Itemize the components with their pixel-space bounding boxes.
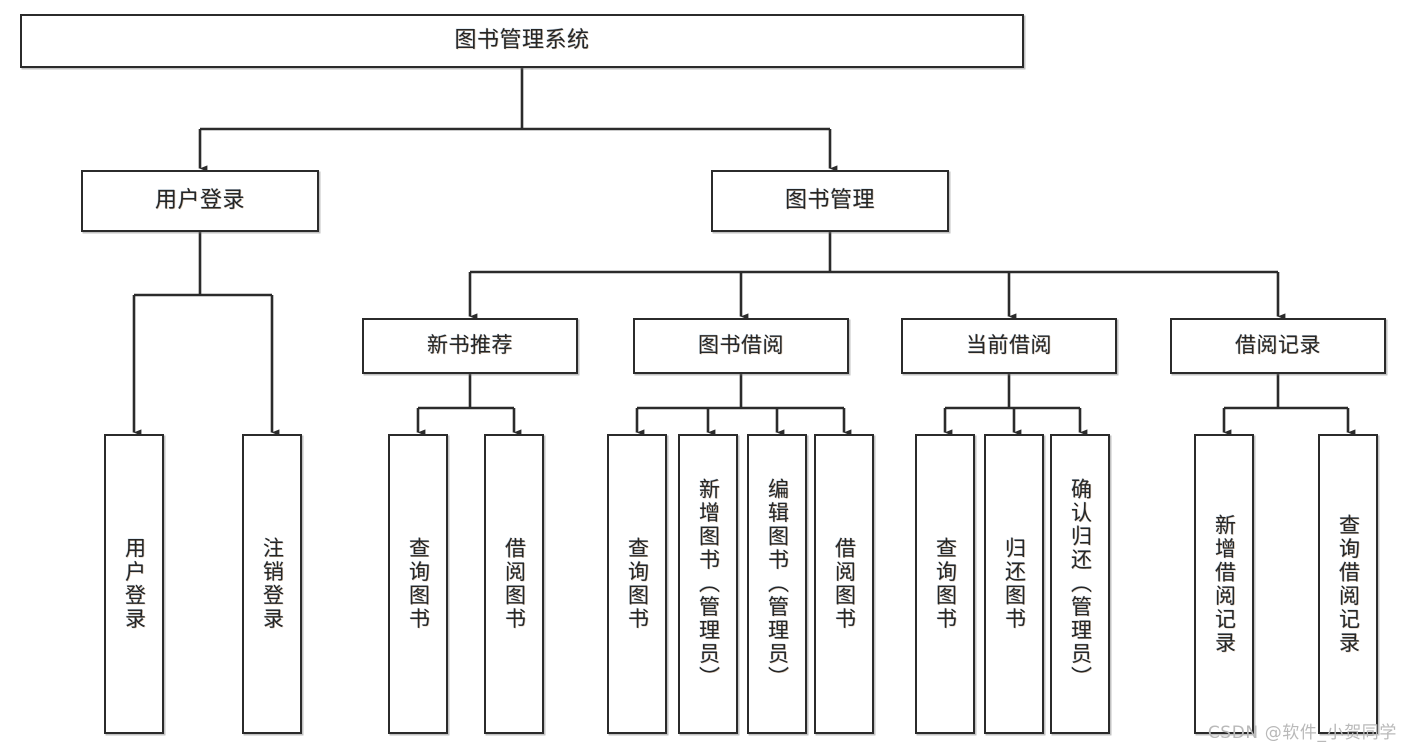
node-b1[interactable]: 借阅图书 bbox=[484, 434, 544, 734]
node-b2[interactable]: 借阅图书 bbox=[814, 434, 874, 734]
node-borrow[interactable]: 图书借阅 bbox=[633, 318, 849, 374]
node-return[interactable]: 归还图书 bbox=[984, 434, 1044, 734]
node-label-newbook: 新书推荐 bbox=[427, 333, 513, 358]
node-newbook[interactable]: 新书推荐 bbox=[362, 318, 578, 374]
node-label-records: 借阅记录 bbox=[1235, 333, 1321, 358]
node-qrec[interactable]: 查询借阅记录 bbox=[1318, 434, 1378, 734]
node-label-borrow: 图书借阅 bbox=[698, 333, 784, 358]
node-login[interactable]: 用户登录 bbox=[81, 170, 319, 232]
node-q3[interactable]: 查询图书 bbox=[915, 434, 975, 734]
node-label-userlogin: 用户登录 bbox=[122, 537, 147, 631]
node-addbook[interactable]: 新增图书（管理员） bbox=[678, 434, 738, 734]
node-label-confirm: 确认归还（管理员） bbox=[1068, 478, 1093, 690]
node-editbook[interactable]: 编辑图书（管理员） bbox=[747, 434, 807, 734]
node-label-editbook: 编辑图书（管理员） bbox=[765, 478, 790, 690]
node-logout[interactable]: 注销登录 bbox=[242, 434, 302, 734]
node-label-q1: 查询图书 bbox=[406, 537, 431, 631]
node-label-q2: 查询图书 bbox=[625, 537, 650, 631]
node-label-addrec: 新增借阅记录 bbox=[1212, 513, 1237, 655]
node-label-current: 当前借阅 bbox=[966, 333, 1052, 358]
node-label-bookmgmt: 图书管理 bbox=[784, 187, 875, 213]
watermark-label: CSDN @软件_小贺同学 bbox=[1207, 723, 1397, 743]
node-label-login: 用户登录 bbox=[154, 187, 245, 213]
node-records[interactable]: 借阅记录 bbox=[1170, 318, 1386, 374]
node-label-qrec: 查询借阅记录 bbox=[1336, 513, 1361, 655]
node-q1[interactable]: 查询图书 bbox=[388, 434, 448, 734]
node-q2[interactable]: 查询图书 bbox=[607, 434, 667, 734]
node-label-logout: 注销登录 bbox=[260, 537, 285, 631]
node-userlogin[interactable]: 用户登录 bbox=[104, 434, 164, 734]
node-label-b1: 借阅图书 bbox=[502, 537, 527, 631]
node-current[interactable]: 当前借阅 bbox=[901, 318, 1117, 374]
node-label-q3: 查询图书 bbox=[933, 537, 958, 631]
node-label-return: 归还图书 bbox=[1002, 537, 1027, 631]
node-label-addbook: 新增图书（管理员） bbox=[696, 478, 721, 690]
node-label-b2: 借阅图书 bbox=[832, 537, 857, 631]
node-addrec[interactable]: 新增借阅记录 bbox=[1194, 434, 1254, 734]
node-root[interactable]: 图书管理系统 bbox=[20, 14, 1024, 68]
node-confirm[interactable]: 确认归还（管理员） bbox=[1050, 434, 1110, 734]
node-bookmgmt[interactable]: 图书管理 bbox=[711, 170, 949, 232]
node-label-root: 图书管理系统 bbox=[454, 27, 590, 53]
